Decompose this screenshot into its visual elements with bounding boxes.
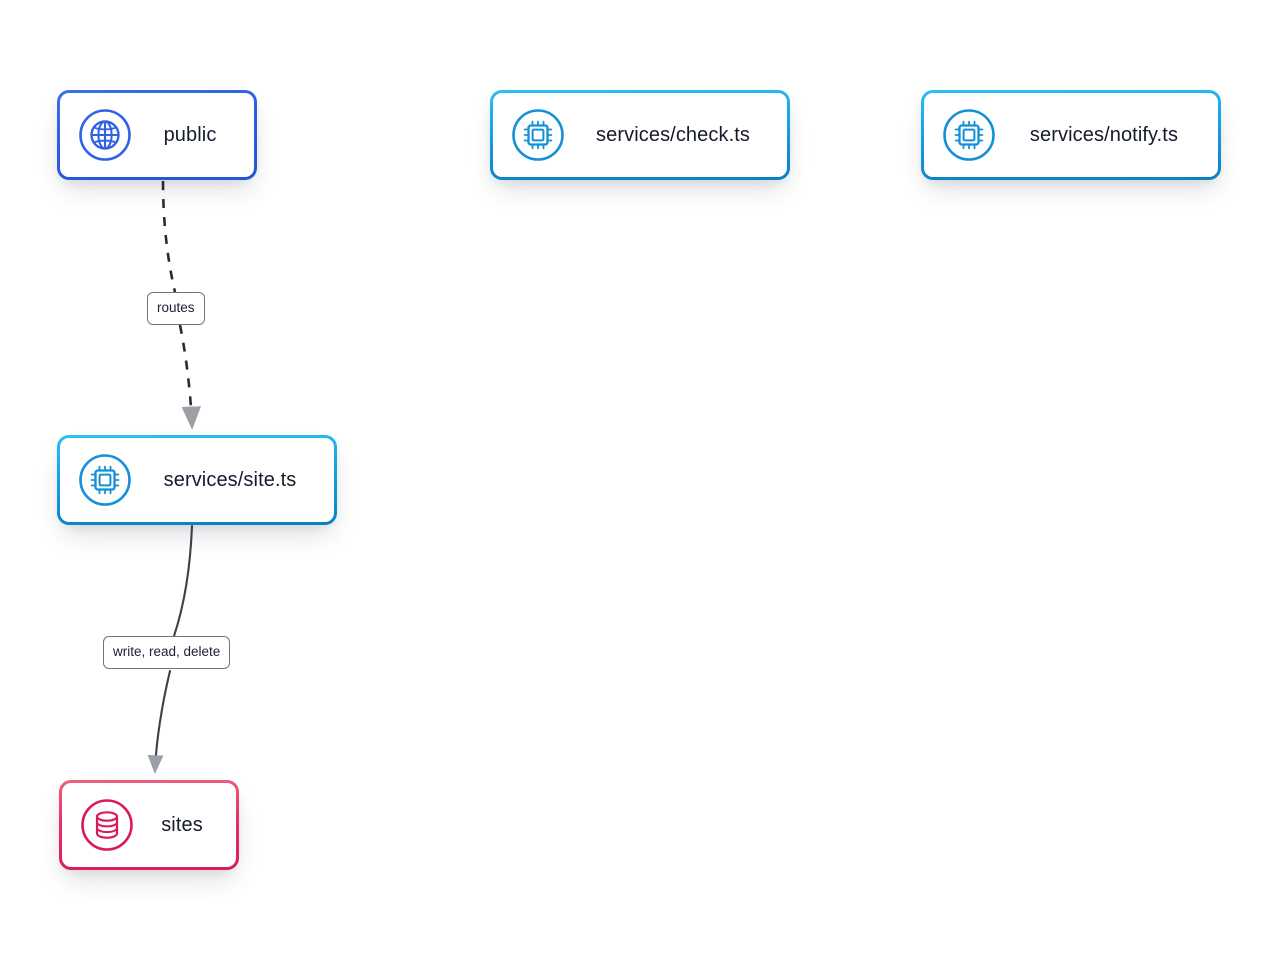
node-label-services-notify: services/notify.ts <box>1029 123 1179 146</box>
node-sites[interactable]: sites <box>59 780 239 870</box>
node-label-services-site: services/site.ts <box>163 468 297 491</box>
node-public[interactable]: public <box>57 90 257 180</box>
node-label-sites: sites <box>161 813 203 836</box>
node-services-check[interactable]: services/check.ts <box>490 90 790 180</box>
node-border-sites <box>59 780 239 870</box>
node-services-site[interactable]: services/site.ts <box>57 435 337 525</box>
chip-icon <box>512 109 564 161</box>
node-border-services-check <box>490 90 790 180</box>
globe-icon <box>79 109 131 161</box>
chip-icon <box>79 454 131 506</box>
node-services-notify[interactable]: services/notify.ts <box>921 90 1221 180</box>
node-border-services-site <box>57 435 337 525</box>
node-label-services-check: services/check.ts <box>596 123 750 146</box>
node-border-services-notify <box>921 90 1221 180</box>
edge-label-routes[interactable]: routes <box>147 292 205 325</box>
database-icon <box>81 799 133 851</box>
chip-icon <box>943 109 995 161</box>
edge-label-write-read-delete[interactable]: write, read, delete <box>103 636 231 669</box>
node-label-public: public <box>163 123 217 146</box>
